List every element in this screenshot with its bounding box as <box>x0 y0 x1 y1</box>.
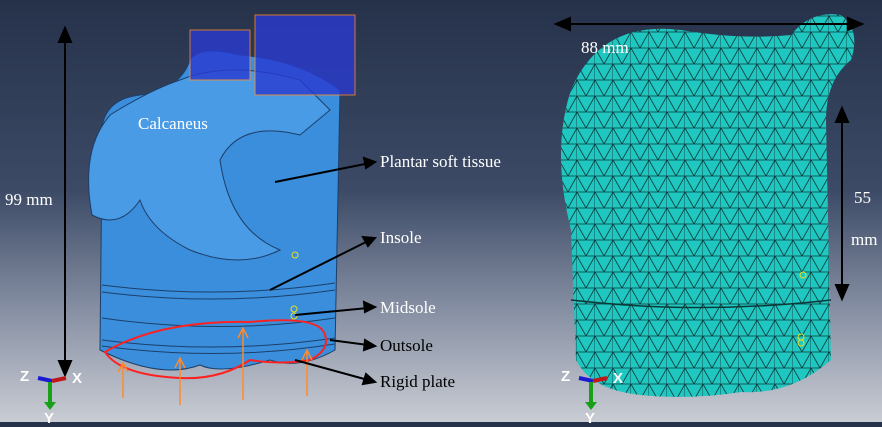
width-dimension-arrow <box>553 16 865 32</box>
axis-z-label: Z <box>561 368 571 385</box>
leader-lines <box>269 156 378 386</box>
plantar-soft-tissue-label: Plantar soft tissue <box>380 152 501 171</box>
width-dimension-label: 88 mm <box>581 38 629 57</box>
mesh-model-panel: 88 mm 55 mm Z X Y <box>541 0 882 427</box>
load-arrows <box>117 326 313 405</box>
height-dimension-value: 55 <box>854 188 871 207</box>
fe-model-panel: 99 mm Calcaneus Plantar soft tissue Inso… <box>5 14 501 410</box>
calcaneus-label: Calcaneus <box>138 114 208 133</box>
heel-shoe-model-drawing <box>37 14 378 410</box>
height-dimension-arrow <box>57 25 73 378</box>
mesh-drawing <box>553 14 865 410</box>
insole-label: Insole <box>380 228 422 247</box>
axis-y-label: Y <box>44 410 55 427</box>
boundary-constraints <box>189 14 356 96</box>
outsole-label: Outsole <box>380 336 433 355</box>
height-dimension-unit: mm <box>851 230 878 249</box>
axis-y-label: Y <box>585 410 596 427</box>
axis-x-label: X <box>72 370 83 387</box>
height-dimension-arrow <box>834 105 850 302</box>
axis-z-label: Z <box>20 368 30 385</box>
axis-x-label: X <box>613 370 624 387</box>
axis-triad-icon <box>578 376 608 410</box>
calcaneus-shape <box>88 69 331 261</box>
reference-points <box>290 251 299 320</box>
rigid-plate-label: Rigid plate <box>380 372 456 391</box>
midsole-label: Midsole <box>380 298 436 317</box>
height-dimension-label: 99 mm <box>5 190 53 209</box>
axis-triad-icon <box>37 376 67 410</box>
